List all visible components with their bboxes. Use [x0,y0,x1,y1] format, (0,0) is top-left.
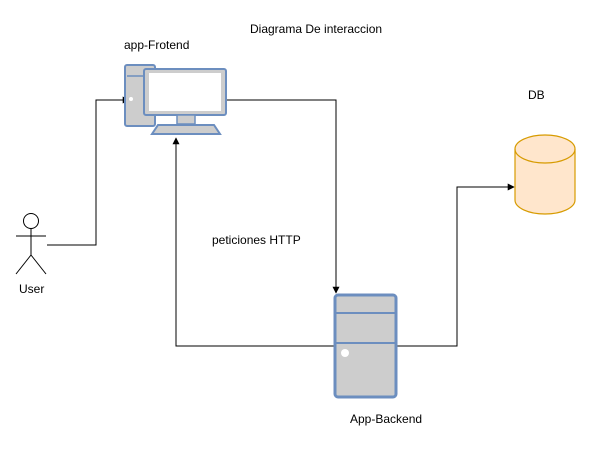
user-label: User [19,282,45,296]
diagram-title: Diagrama De interaccion [250,22,383,36]
server-tower-icon[interactable] [333,293,398,399]
desktop-computer-icon[interactable] [124,64,227,135]
frontend-label: app-Frotend [124,38,190,52]
edge-backend-to-db[interactable] [396,183,515,347]
edge-backend-to-frontend[interactable] [172,137,396,347]
database-cylinder-icon[interactable] [514,134,576,215]
backend-label: App-Backend [350,412,423,426]
db-label: DB [528,88,545,102]
edge-frontend-to-backend[interactable] [226,99,340,294]
user-stick-figure-icon[interactable] [15,213,47,275]
http-requests-label: peticiones HTTP [212,233,301,247]
edge-user-to-frontend[interactable] [47,96,130,246]
